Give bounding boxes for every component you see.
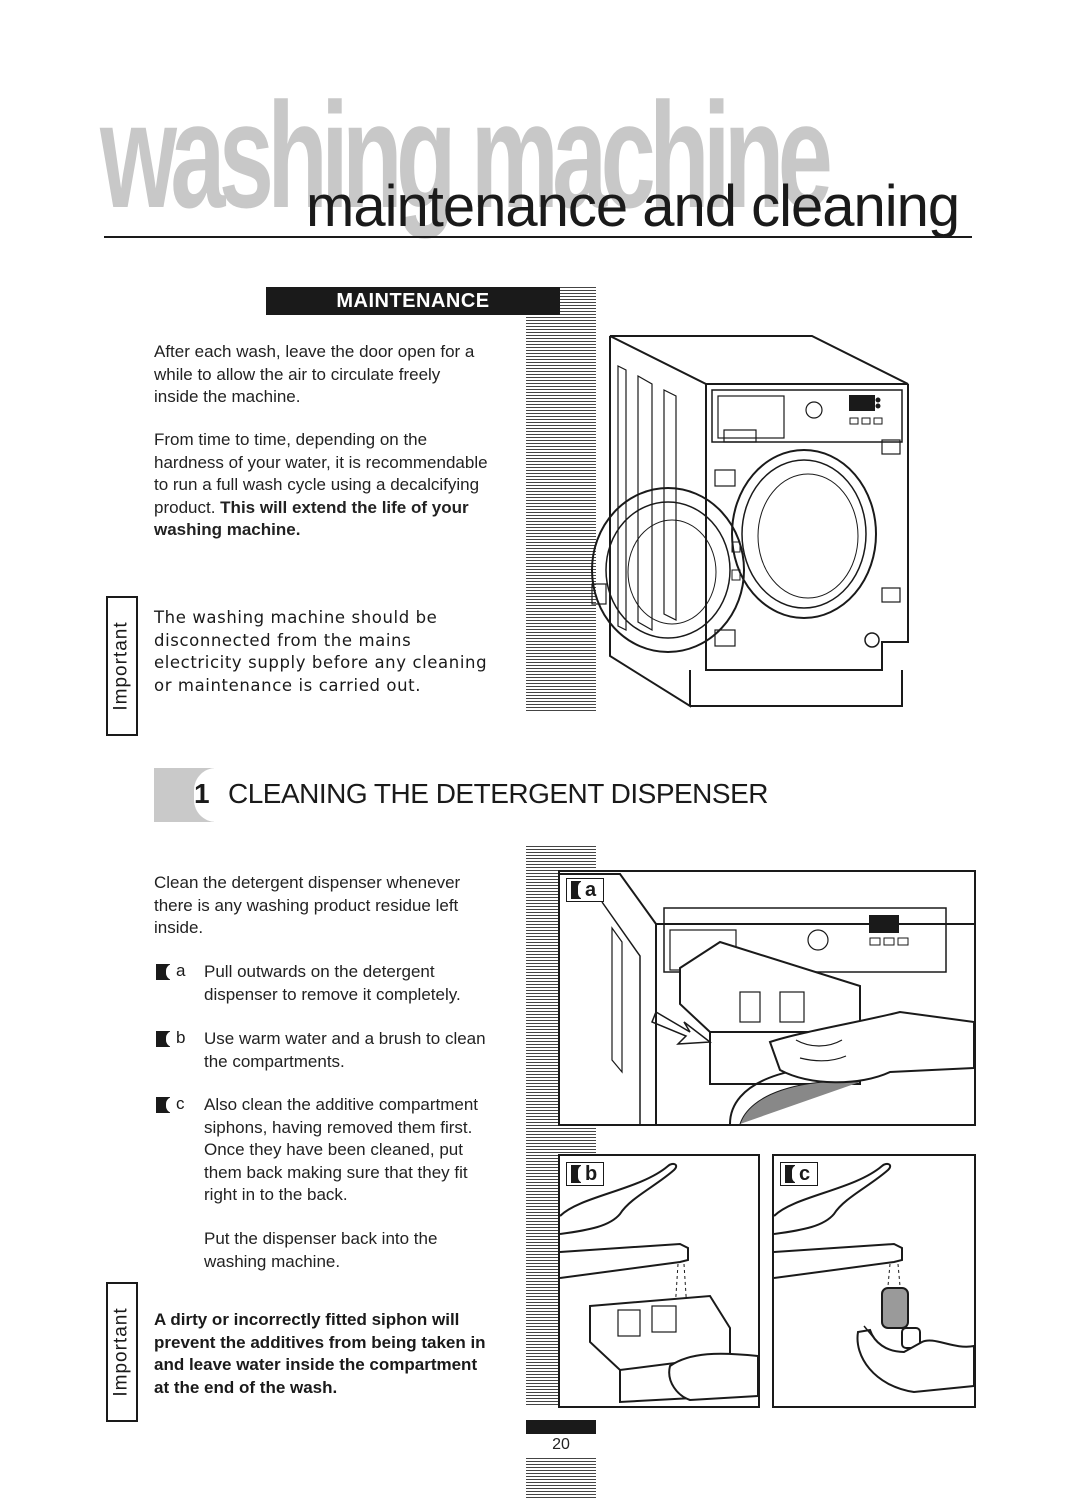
step-b-text: Use warm water and a brush to clean the … xyxy=(204,1029,486,1071)
section-number-tab xyxy=(154,768,216,822)
step-b-marker xyxy=(156,1031,173,1047)
section-number: 1 xyxy=(194,778,210,809)
siphon-rinse-illustration xyxy=(774,1162,974,1394)
page-number-bar xyxy=(526,1420,596,1434)
hatched-strip-footer xyxy=(526,1458,596,1498)
step-a-marker xyxy=(156,964,173,980)
maintenance-heading: MAINTENANCE xyxy=(266,287,560,315)
page-number: 20 xyxy=(552,1436,570,1453)
step-a-text: Pull outwards on the detergent dispenser… xyxy=(204,962,461,1004)
dispenser-rinse-illustration xyxy=(560,1162,758,1404)
closing-instruction: Put the dispenser back into the washing … xyxy=(204,1229,438,1271)
title-underline xyxy=(104,236,972,238)
maintenance-paragraph-1: After each wash, leave the door open for… xyxy=(154,342,475,406)
page-title: maintenance and cleaning xyxy=(306,174,960,239)
step-c-marker xyxy=(156,1097,173,1113)
background-title-word: washing machine xyxy=(100,71,833,239)
dispenser-removal-illustration xyxy=(560,873,974,1124)
hatched-strip-top xyxy=(526,287,596,711)
paragraph-2-bold: This will extend the life of your washin… xyxy=(154,497,469,540)
step-c-letter: c xyxy=(176,1094,185,1113)
washing-machine-illustration xyxy=(591,335,909,708)
illustration-panel-c: c xyxy=(772,1154,976,1408)
maintenance-paragraph-2: From time to time, depending on the hard… xyxy=(154,429,494,542)
section-heading: CLEANING THE DETERGENT DISPENSER xyxy=(228,778,768,809)
paragraph-2-text: From time to time, depending on the hard… xyxy=(154,430,488,517)
important-label-2: Important xyxy=(106,1282,138,1422)
illustration-panel-b: b xyxy=(558,1154,760,1408)
panel-b-label: b xyxy=(566,1162,604,1186)
illustration-panel-a: a xyxy=(558,870,976,1126)
step-b-letter: b xyxy=(176,1028,186,1047)
step-a-letter: a xyxy=(176,961,186,980)
important-note-2: A dirty or incorrectly fitted siphon wil… xyxy=(154,1310,486,1397)
panel-a-label: a xyxy=(566,878,604,902)
important-note-1: The washing machine should be disconnect… xyxy=(154,608,488,695)
dispenser-intro: Clean the detergent dispenser whenever t… xyxy=(154,873,461,937)
panel-c-label: c xyxy=(780,1162,818,1186)
step-c-text: Also clean the additive compartment siph… xyxy=(204,1095,479,1204)
important-label-1: Important xyxy=(106,596,138,736)
